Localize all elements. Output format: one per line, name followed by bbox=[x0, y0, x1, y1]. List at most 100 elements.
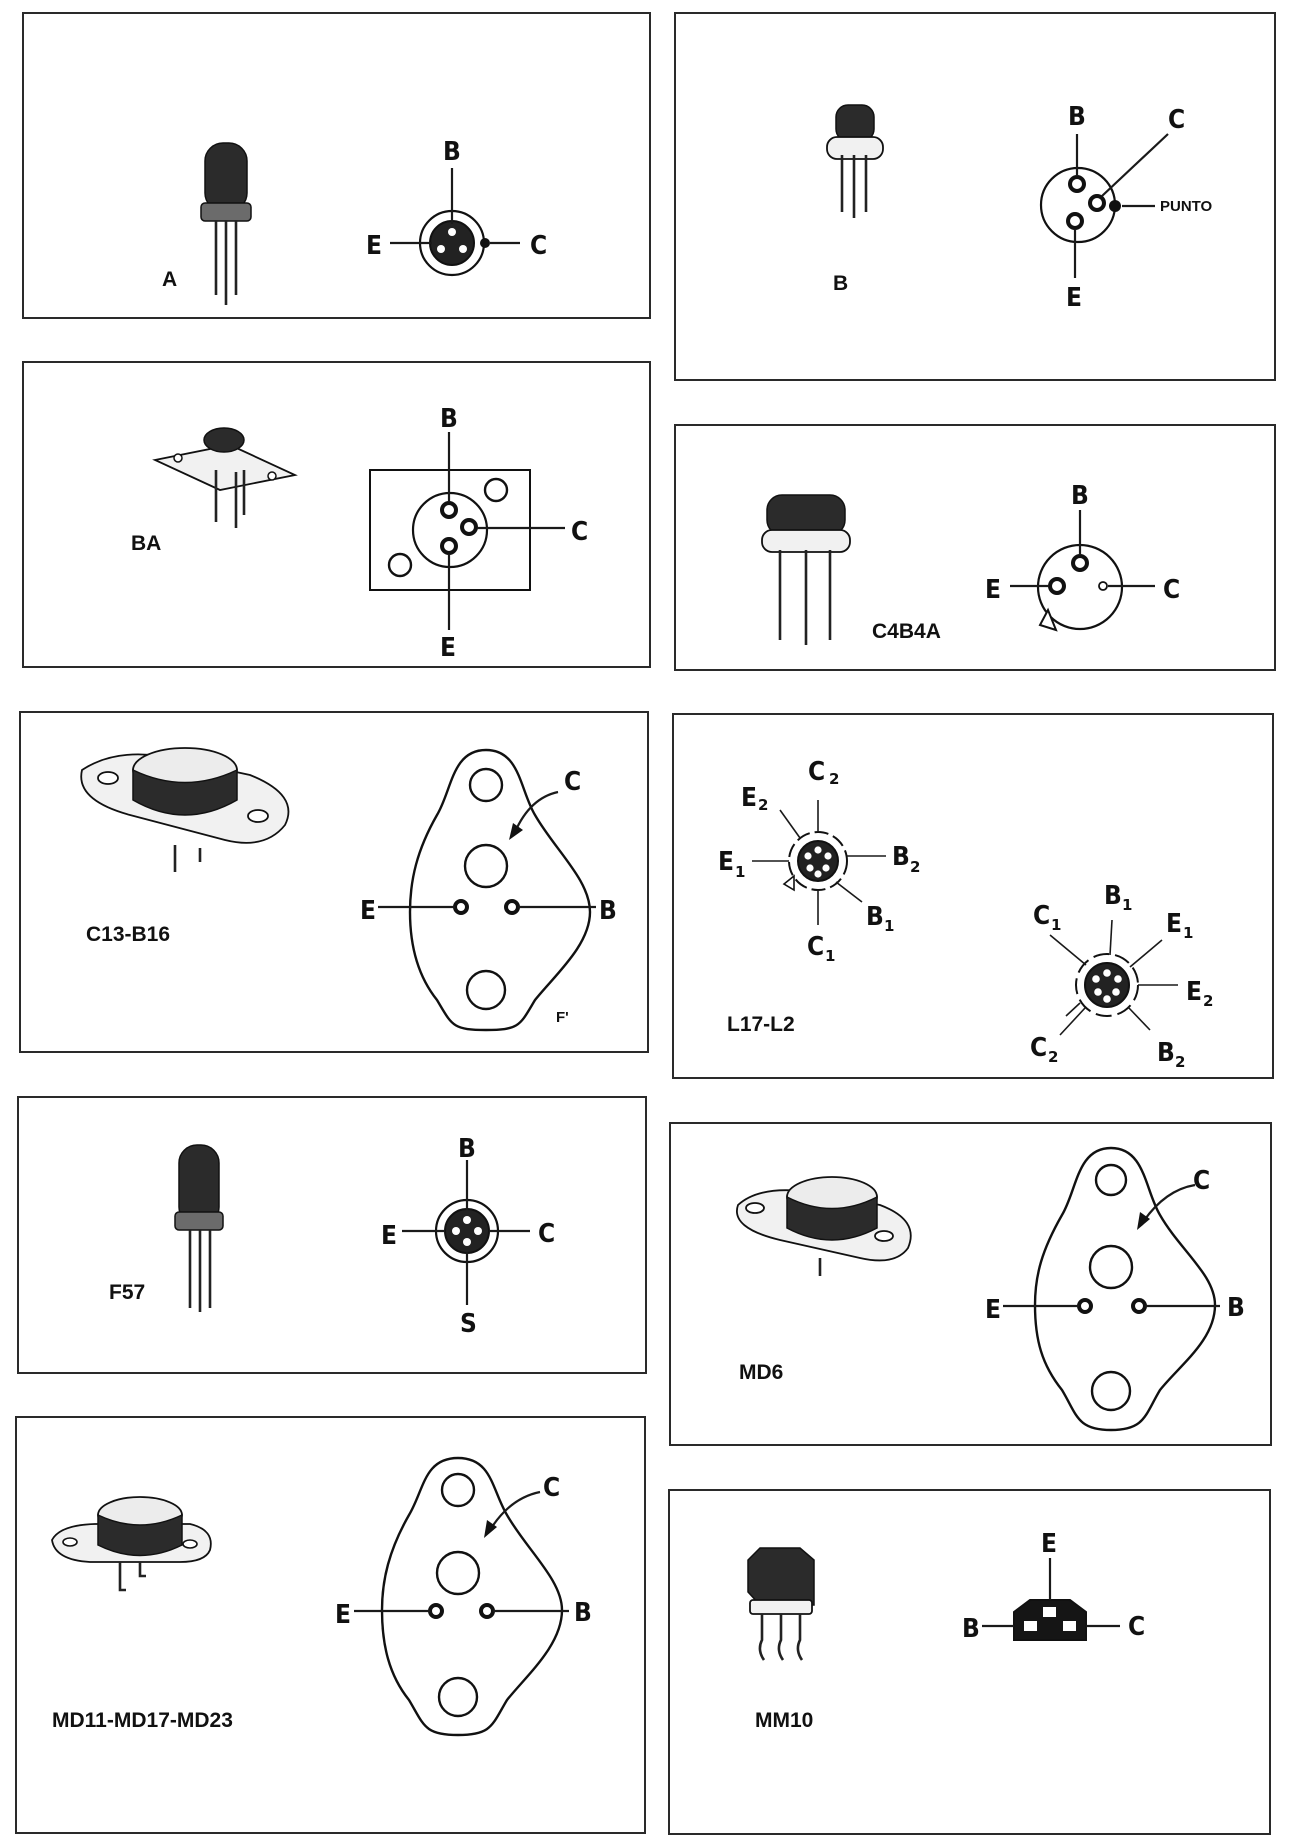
panel-f57-name: F57 bbox=[109, 1281, 145, 1304]
l17-top-b1-label: B bbox=[866, 902, 884, 932]
panel-b-frame bbox=[674, 12, 1276, 381]
panel-c13-b16-corner-mark: F' bbox=[556, 1009, 569, 1026]
panel-f57-transistor-illustration bbox=[174, 1144, 224, 1312]
panel-b-transistor-illustration bbox=[826, 104, 884, 218]
l17-bottom-c1-sub: 1 bbox=[1051, 916, 1061, 934]
panel-l17-l2-bottom-view: C 1 B 1 E 1 E 2 C 2 B 2 bbox=[1030, 881, 1213, 1071]
panel-c13-b16-transistor-illustration bbox=[80, 747, 290, 872]
panel-ba-pin-e-label: E bbox=[440, 633, 456, 663]
panel-f57-pin-c-label: C bbox=[538, 1219, 555, 1249]
l17-top-e2-label: E bbox=[741, 783, 757, 813]
panel-f57-pinout: B E C S bbox=[381, 1134, 555, 1339]
panel-l17-l2-frame bbox=[672, 713, 1274, 1079]
panel-f57-frame bbox=[17, 1096, 647, 1374]
panel-f57-pin-e-label: E bbox=[381, 1221, 397, 1251]
panel-a-pinout: B E C bbox=[366, 137, 547, 277]
panel-md6-pin-e-label: E bbox=[985, 1295, 1001, 1325]
panel-c13-b16-name: C13-B16 bbox=[86, 923, 170, 946]
panel-l17-l2: L17-L2 C 2 E 2 E 1 B 2 B 1 bbox=[672, 713, 1274, 1079]
l17-top-e1-label: E bbox=[718, 847, 734, 877]
l17-bottom-b2-label: B bbox=[1157, 1038, 1175, 1068]
l17-bottom-e1-sub: 1 bbox=[1183, 924, 1193, 942]
panel-c13-b16-frame bbox=[19, 711, 649, 1053]
l17-bottom-b1-label: B bbox=[1104, 881, 1122, 911]
panel-c13-b16-pinout: C E B F' bbox=[360, 748, 617, 1032]
l17-bottom-c1-label: C bbox=[1033, 901, 1050, 931]
panel-ba-transistor-illustration bbox=[152, 427, 298, 528]
panel-md11-pin-b-label: B bbox=[574, 1598, 592, 1628]
panel-c4b4a-name: C4B4A bbox=[872, 620, 941, 643]
panel-mm10-pin-c-label: C bbox=[1128, 1612, 1145, 1642]
panel-md6: MD6 C E B bbox=[669, 1122, 1272, 1446]
l17-top-b2-label: B bbox=[892, 842, 910, 872]
panel-l17-l2-top-view: C 2 E 2 E 1 B 2 B 1 C 1 bbox=[718, 757, 920, 965]
panel-f57-pin-b-label: B bbox=[458, 1134, 476, 1164]
panel-md6-pin-b-label: B bbox=[1227, 1293, 1245, 1323]
l17-top-c1-sub: 1 bbox=[825, 947, 835, 965]
panel-b-pin-e-label: E bbox=[1066, 283, 1082, 313]
panel-md6-pinout: C E B bbox=[985, 1146, 1245, 1432]
panel-md11-pin-c-label: C bbox=[543, 1473, 560, 1503]
panel-a-name: A bbox=[162, 268, 177, 291]
panel-b-dot-label: PUNTO bbox=[1160, 198, 1213, 215]
panel-ba-name: BA bbox=[131, 532, 161, 555]
panel-ba-pin-c-label: C bbox=[571, 517, 588, 547]
l17-bottom-b1-sub: 1 bbox=[1122, 896, 1132, 914]
panel-md11-pin-e-label: E bbox=[335, 1600, 351, 1630]
panel-mm10: MM10 E B C bbox=[668, 1489, 1271, 1835]
panel-mm10-pinout: E B C bbox=[962, 1529, 1145, 1644]
l17-bottom-e1-label: E bbox=[1166, 909, 1182, 939]
l17-top-b1-sub: 1 bbox=[884, 917, 894, 935]
panel-a-pin-e-label: E bbox=[366, 231, 382, 261]
panel-ba-pinout: B C E bbox=[369, 404, 588, 663]
panel-a-frame bbox=[22, 12, 651, 319]
panel-c13-b16-pin-c-label: C bbox=[564, 767, 581, 797]
panel-mm10-transistor-illustration bbox=[747, 1547, 815, 1661]
panel-l17-l2-name: L17-L2 bbox=[727, 1013, 795, 1036]
panel-md6-transistor-illustration bbox=[736, 1176, 912, 1276]
panel-md11-pinout: C E B bbox=[335, 1456, 592, 1737]
panel-c4b4a-pin-c-label: C bbox=[1163, 575, 1180, 605]
panel-md6-frame bbox=[669, 1122, 1272, 1446]
panel-md11-name: MD11-MD17-MD23 bbox=[52, 1709, 233, 1732]
l17-top-e1-sub: 1 bbox=[735, 863, 745, 881]
panel-c4b4a-pin-e-label: E bbox=[985, 575, 1001, 605]
panel-c13-b16-pin-b-label: B bbox=[599, 896, 617, 926]
l17-top-c1-label: C bbox=[807, 932, 824, 962]
panel-mm10-frame bbox=[668, 1489, 1271, 1835]
panel-b: B B C E PUNTO bbox=[674, 12, 1276, 381]
panel-mm10-name: MM10 bbox=[755, 1709, 813, 1732]
l17-bottom-e2-label: E bbox=[1186, 977, 1202, 1007]
panel-a-pin-c-label: C bbox=[530, 231, 547, 261]
panel-md11-transistor-illustration bbox=[51, 1496, 212, 1592]
l17-top-c-label: C bbox=[808, 757, 825, 787]
panel-md6-pin-c-label: C bbox=[1193, 1166, 1210, 1196]
panel-md6-name: MD6 bbox=[739, 1361, 783, 1384]
l17-bottom-c2-label: C bbox=[1030, 1033, 1047, 1063]
panel-md11-md17-md23: MD11-MD17-MD23 C E B bbox=[15, 1416, 646, 1834]
l17-bottom-b2-sub: 2 bbox=[1175, 1053, 1185, 1071]
panel-c4b4a-pin-b-label: B bbox=[1071, 481, 1089, 511]
panel-c4b4a: C4B4A B E C bbox=[674, 424, 1276, 671]
l17-bottom-c2-sub: 2 bbox=[1048, 1048, 1058, 1066]
panel-c4b4a-transistor-illustration bbox=[761, 494, 851, 645]
panel-c4b4a-frame bbox=[674, 424, 1276, 671]
panel-c13-b16: C13-B16 C E B F' bbox=[19, 711, 649, 1053]
panel-c4b4a-pinout: B E C bbox=[985, 481, 1180, 632]
l17-top-b2-sub: 2 bbox=[910, 858, 920, 876]
panel-b-name: B bbox=[833, 272, 848, 295]
panel-ba-frame bbox=[22, 361, 651, 668]
panel-mm10-pin-b-label: B bbox=[962, 1614, 980, 1644]
panel-b-pin-b-label: B bbox=[1068, 102, 1086, 132]
panel-a-transistor-illustration bbox=[200, 142, 252, 305]
l17-top-c-sub: 2 bbox=[829, 770, 839, 788]
l17-top-e2-sub: 2 bbox=[758, 796, 768, 814]
panel-b-pin-c-label: C bbox=[1168, 105, 1185, 135]
panel-c13-b16-pin-e-label: E bbox=[360, 896, 376, 926]
panel-a-pin-b-label: B bbox=[443, 137, 461, 167]
panel-f57-pin-s-label: S bbox=[460, 1309, 477, 1339]
l17-bottom-e2-sub: 2 bbox=[1203, 992, 1213, 1010]
panel-a: A B E C bbox=[22, 12, 651, 319]
panel-ba: BA B C E bbox=[22, 361, 651, 668]
